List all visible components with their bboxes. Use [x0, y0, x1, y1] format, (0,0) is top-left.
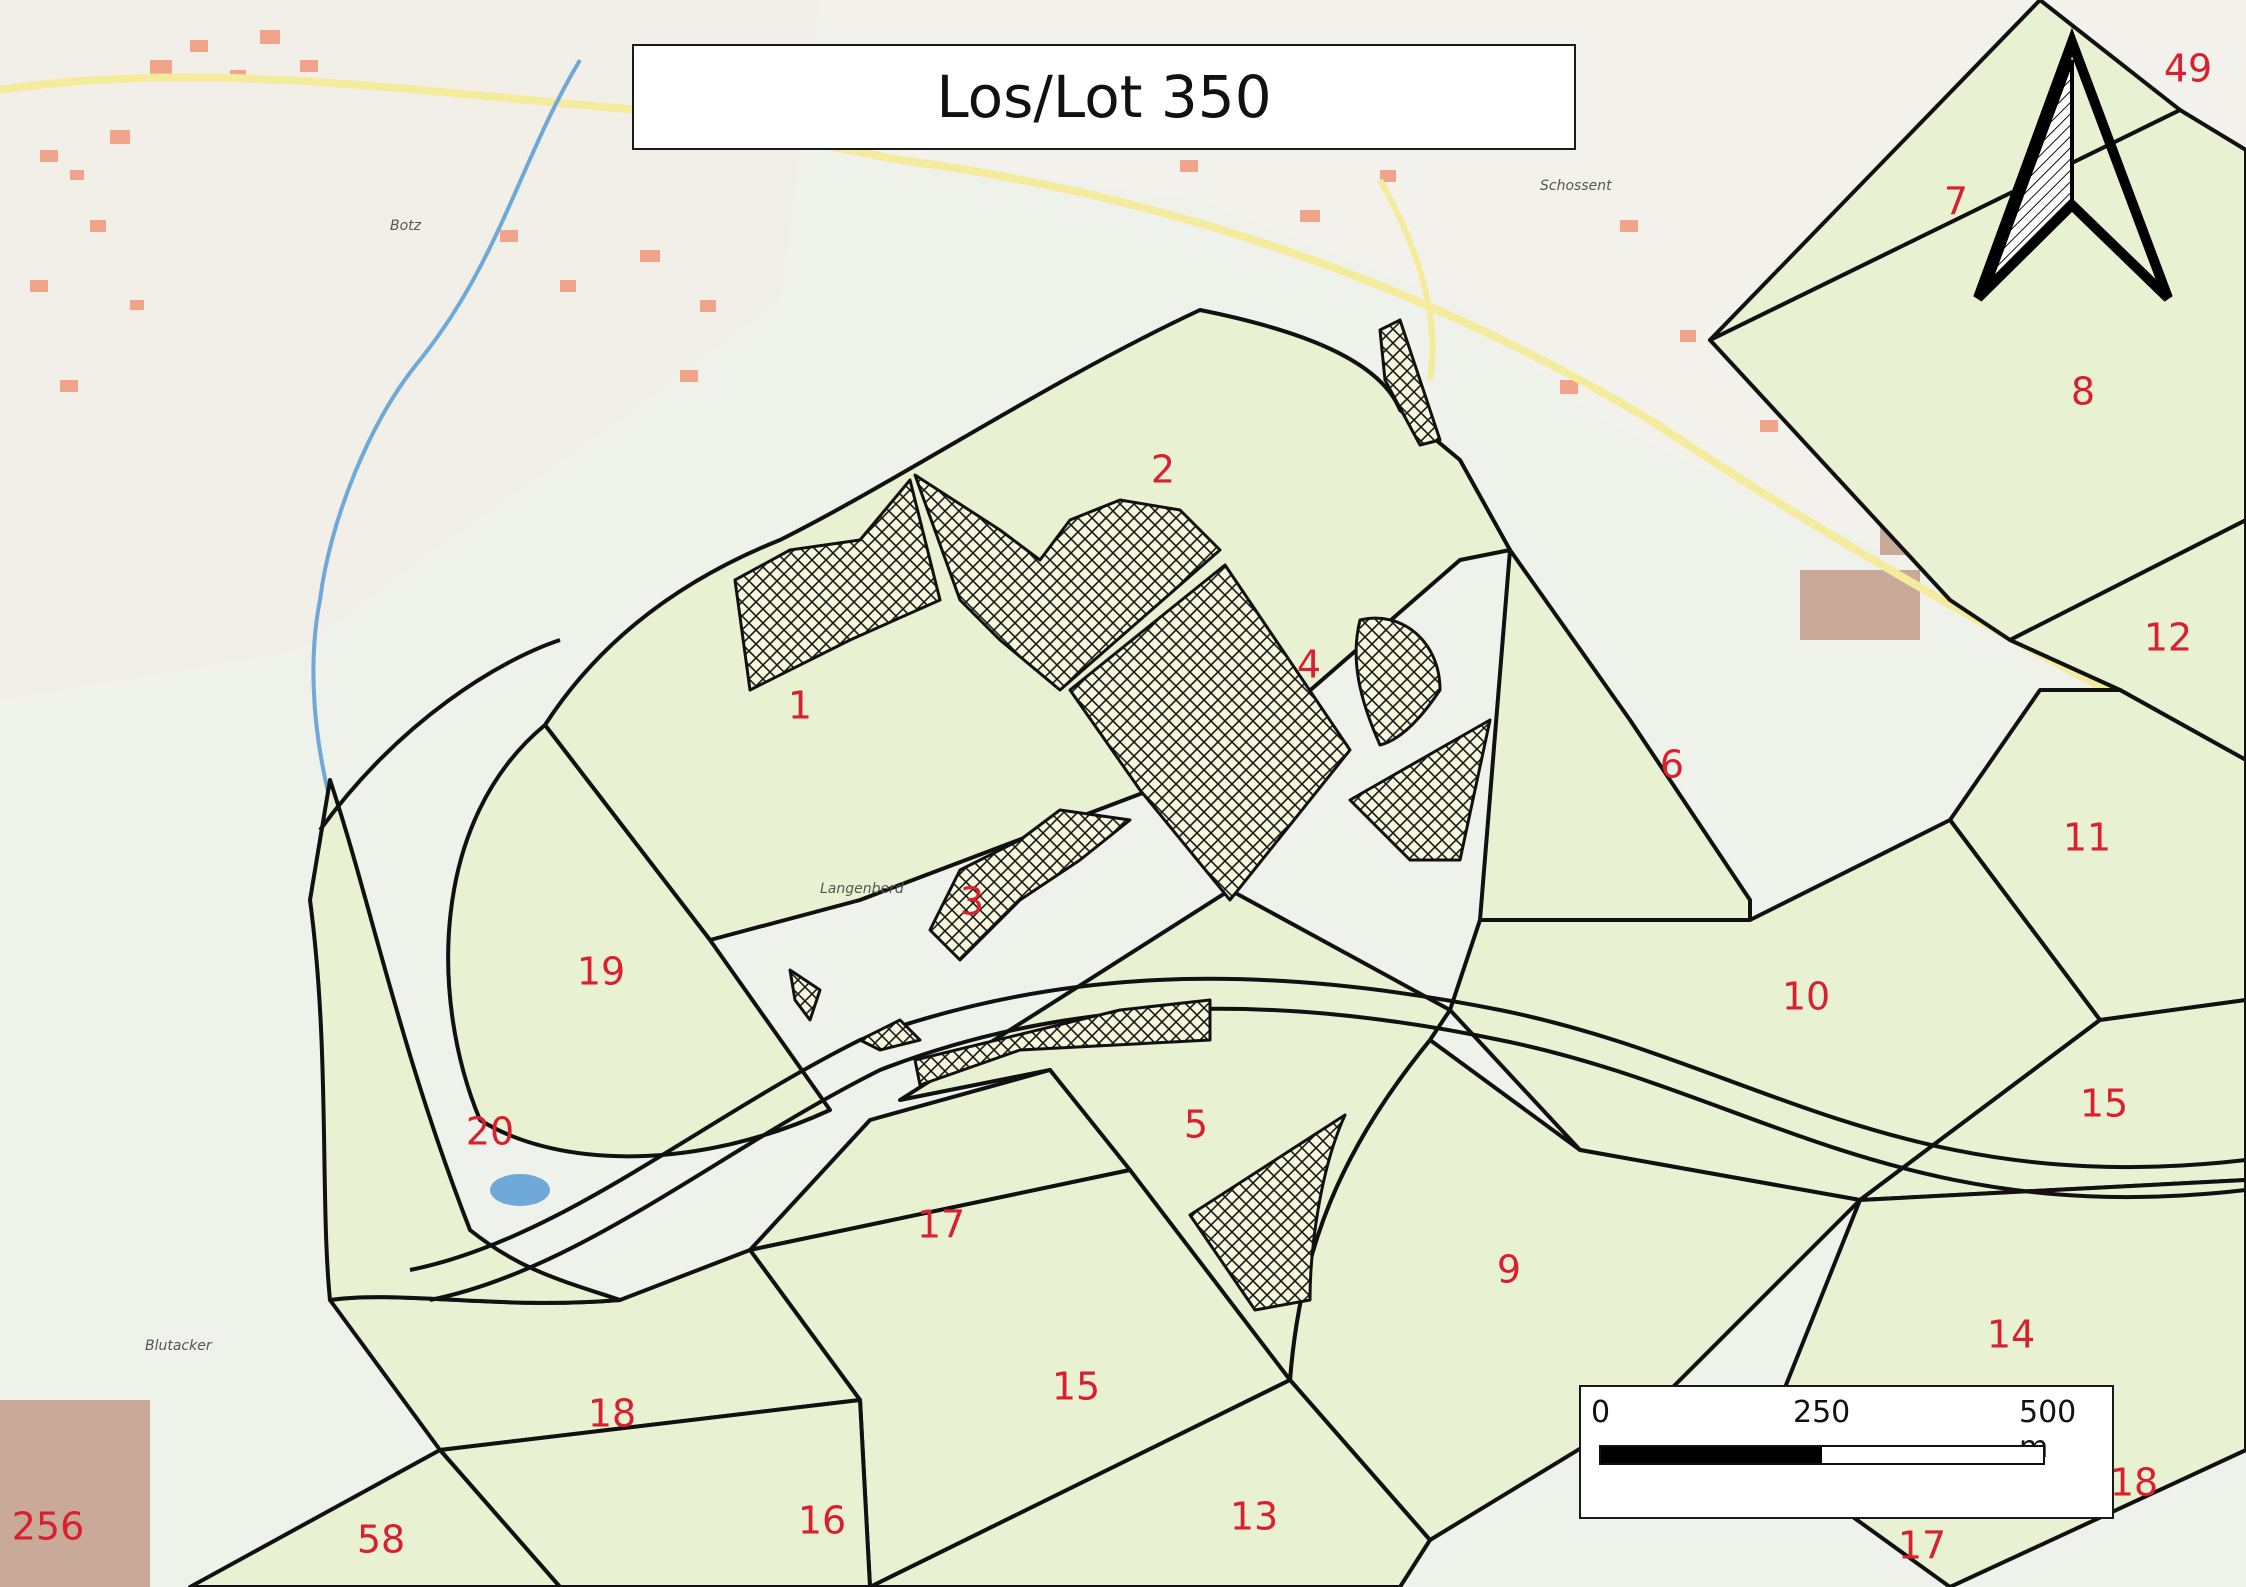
pond: [490, 1174, 550, 1206]
road: [0, 73, 2246, 764]
road: [1377, 178, 1436, 381]
lot-label[interactable]: 1: [788, 684, 812, 728]
lot-label[interactable]: 16: [798, 1499, 846, 1543]
rail-line: [318, 638, 561, 832]
lot-label[interactable]: 49: [2164, 47, 2212, 91]
place-name-blutacker: Blutacker: [145, 1338, 213, 1354]
building-large: [0, 1400, 150, 1587]
place-name-botz: Botz: [390, 218, 422, 234]
scale-bar: 0 250 500 m: [1579, 1385, 2114, 1519]
lot-label[interactable]: 19: [577, 950, 625, 994]
lot-label[interactable]: 15: [2080, 1082, 2128, 1126]
river: [311, 58, 582, 801]
lot-label[interactable]: 3: [960, 880, 984, 924]
lot-label[interactable]: 58: [357, 1518, 405, 1562]
lot-label[interactable]: 5: [1184, 1103, 1208, 1147]
urban-area: [0, 0, 820, 700]
lot-label[interactable]: 20: [466, 1110, 514, 1154]
scale-bar-graphic: [1599, 1445, 2045, 1465]
lot-label[interactable]: 17: [1898, 1524, 1946, 1568]
north-arrow-icon: [1973, 27, 2173, 302]
lot-label[interactable]: 18: [588, 1392, 636, 1436]
lot-label[interactable]: 14: [1987, 1313, 2035, 1357]
lot-label[interactable]: 12: [2144, 616, 2192, 660]
scale-label-mid: 250: [1793, 1395, 1851, 1430]
hatched-lot-areas: [733, 318, 1492, 1312]
lot-label[interactable]: 11: [2063, 816, 2111, 860]
lot-label[interactable]: 13: [1230, 1495, 1278, 1539]
lot-label[interactable]: 2: [1151, 448, 1175, 492]
lot-label[interactable]: 9: [1497, 1248, 1521, 1292]
lot-label[interactable]: 15: [1052, 1365, 1100, 1409]
lot-label[interactable]: 7: [1944, 180, 1968, 224]
canal-edge: [429, 1006, 2246, 1302]
lot-label[interactable]: 17: [917, 1203, 965, 1247]
lot-label[interactable]: 256: [12, 1505, 85, 1549]
canal-edge: [409, 976, 2246, 1272]
lot-label[interactable]: 10: [1782, 975, 1830, 1019]
map-title: Los/Lot 350: [632, 44, 1576, 150]
building-large: [1800, 570, 1920, 640]
lot-label[interactable]: 6: [1660, 743, 1684, 787]
scale-bar-black-segment: [1601, 1447, 1822, 1463]
lot-label[interactable]: 4: [1297, 643, 1321, 687]
lot-label[interactable]: 18: [2110, 1461, 2158, 1505]
place-name-schossent: Schossent: [1540, 178, 1612, 194]
scale-label-start: 0: [1591, 1395, 1611, 1430]
lot-label[interactable]: 8: [2071, 370, 2095, 414]
lot-labels: 1 2 3 4 5 6 7 8 9 10 11 12 13 14 15 15 1…: [12, 47, 2212, 1568]
scale-bar-white-segment: [1822, 1447, 2043, 1463]
place-name-langenberd: Langenberd: [820, 881, 904, 897]
